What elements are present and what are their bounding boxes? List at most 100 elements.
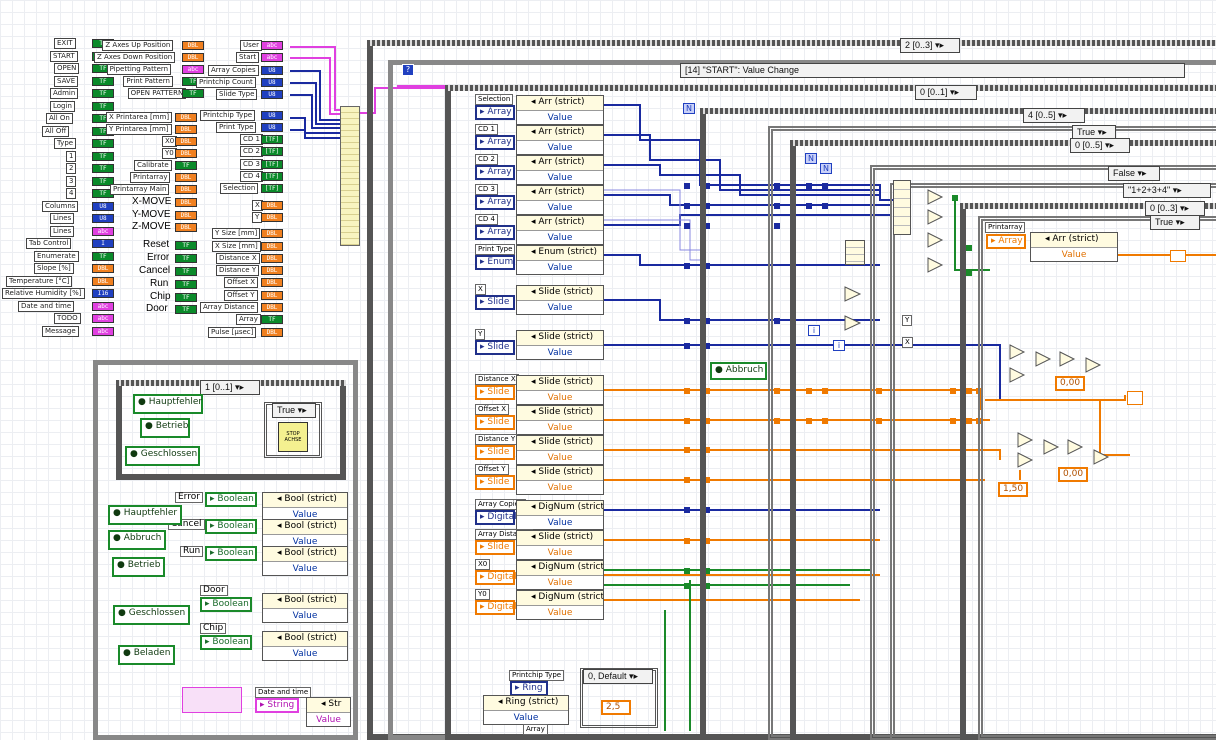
terminal-type-tag[interactable]: DBL: [261, 213, 283, 222]
terminal-type-tag[interactable]: TF: [175, 241, 197, 250]
terminal-type-tag[interactable]: TF: [92, 102, 114, 111]
stop-axis-subvi[interactable]: STOP ACHSE: [278, 422, 308, 452]
const-1-50[interactable]: 1,50: [998, 482, 1028, 497]
terminal-type-tag[interactable]: DBL: [175, 113, 197, 122]
case-0-1-selector[interactable]: 0 [0..1] ▾▸: [915, 85, 977, 100]
terminal-type-tag[interactable]: DBL: [175, 198, 197, 207]
terminal-type-tag[interactable]: TF: [92, 139, 114, 148]
terminal-type-tag[interactable]: TF: [92, 89, 114, 98]
terminal-type-tag[interactable]: TF: [92, 152, 114, 161]
printarray-ctrl[interactable]: ▸ Array: [986, 234, 1026, 249]
event-case-selector[interactable]: [14] "START": Value Change: [680, 63, 1185, 78]
terminal-type-tag[interactable]: DBL: [261, 303, 283, 312]
case-false-selector[interactable]: False ▾▸: [1108, 166, 1160, 181]
property-node[interactable]: ◂ Slide (strict)Value: [516, 435, 604, 465]
terminal-type-tag[interactable]: U8: [261, 123, 283, 132]
bool-ctrl-ref[interactable]: ▸ Boolean: [205, 492, 257, 507]
node-ctrl-ref[interactable]: ▸ Slide: [475, 415, 515, 430]
terminal-type-tag[interactable]: TF: [175, 267, 197, 276]
bool-property-node[interactable]: ◂ Bool (strict)Value: [262, 631, 348, 661]
terminal-type-tag[interactable]: TF: [92, 164, 114, 173]
case-0-5-selector[interactable]: 0 [0..5] ▾▸: [1070, 138, 1130, 153]
terminal-type-tag[interactable]: U8: [261, 90, 283, 99]
case-1234-selector[interactable]: "1+2+3+4" ▾▸: [1123, 183, 1211, 198]
property-node[interactable]: ◂ DigNum (strict)Value: [516, 500, 604, 530]
terminal-type-tag[interactable]: TF: [182, 89, 204, 98]
property-node[interactable]: ◂ Slide (strict)Value: [516, 285, 604, 315]
property-node[interactable]: ◂ Arr (strict)Value: [516, 95, 604, 125]
terminal-type-tag[interactable]: TF: [175, 293, 197, 302]
bool-property-node[interactable]: ◂ Bool (strict)Value: [262, 519, 348, 549]
property-node[interactable]: ◂ Slide (strict)Value: [516, 465, 604, 495]
node-ctrl-ref[interactable]: ▸ Array: [475, 225, 515, 240]
outer-case-selector[interactable]: 2 [0..3] ▾▸: [900, 38, 960, 53]
property-node[interactable]: ◂ Slide (strict)Value: [516, 330, 604, 360]
terminal-type-tag[interactable]: DBL: [261, 278, 283, 287]
terminal-type-tag[interactable]: DBL: [261, 328, 283, 337]
bool-local[interactable]: ● Betrieb: [112, 557, 165, 577]
terminal-type-tag[interactable]: [TF]: [261, 135, 283, 144]
terminal-type-tag[interactable]: DBL: [261, 254, 283, 263]
node-ctrl-ref[interactable]: ▸ Slide: [475, 295, 515, 310]
bool-local[interactable]: ● Hauptfehler: [108, 505, 182, 525]
property-node[interactable]: ◂ Enum (strict)Value: [516, 245, 604, 275]
terminal-type-tag[interactable]: U8: [261, 78, 283, 87]
build-array-subvi[interactable]: [1127, 391, 1143, 405]
bool-local[interactable]: ● Geschlossen: [113, 605, 190, 625]
terminal-type-tag[interactable]: TF: [175, 161, 197, 170]
node-ctrl-ref[interactable]: ▸ Array: [475, 165, 515, 180]
terminal-type-tag[interactable]: I: [92, 239, 114, 248]
local-betrieb-1[interactable]: ● Betrieb: [140, 418, 190, 438]
terminal-type-tag[interactable]: DBL: [175, 211, 197, 220]
case-0-3-selector[interactable]: 0 [0..3] ▾▸: [1145, 201, 1205, 216]
terminal-type-tag[interactable]: abc: [92, 327, 114, 336]
terminal-type-tag[interactable]: DBL: [261, 201, 283, 210]
const-0-00-b[interactable]: 0,00: [1058, 467, 1088, 482]
node-ctrl-ref[interactable]: ▸ Slide: [475, 385, 515, 400]
bool-ctrl-ref[interactable]: ▸ Boolean: [205, 546, 257, 561]
terminal-type-tag[interactable]: U8: [92, 214, 114, 223]
node-ctrl-ref[interactable]: ▸ Slide: [475, 475, 515, 490]
terminal-type-tag[interactable]: abc: [92, 314, 114, 323]
property-node[interactable]: ◂ Arr (strict)Value: [516, 185, 604, 215]
terminal-type-tag[interactable]: [TF]: [261, 172, 283, 181]
terminal-type-tag[interactable]: TF: [261, 315, 283, 324]
node-ctrl-ref[interactable]: ▸ Digital: [475, 570, 515, 585]
case-true2-selector[interactable]: True ▾▸: [1150, 215, 1200, 230]
event-data-node[interactable]: ?: [402, 64, 414, 76]
terminal-type-tag[interactable]: DBL: [175, 173, 197, 182]
ring-property-node[interactable]: ◂ Ring (strict) Value: [483, 695, 569, 725]
terminal-type-tag[interactable]: abc: [182, 65, 204, 74]
bool-local[interactable]: ● Beladen: [118, 645, 175, 665]
terminal-type-tag[interactable]: TF: [175, 254, 197, 263]
bool-ctrl-ref[interactable]: ▸ Boolean: [200, 635, 252, 650]
terminal-type-tag[interactable]: abc: [261, 41, 283, 50]
terminal-type-tag[interactable]: TF: [92, 77, 114, 86]
bool-property-node[interactable]: ◂ Bool (strict)Value: [262, 546, 348, 576]
date-time-formatter[interactable]: [182, 687, 242, 713]
node-ctrl-ref[interactable]: ▸ Array: [475, 135, 515, 150]
property-node[interactable]: ◂ Arr (strict)Value: [516, 155, 604, 185]
terminal-type-tag[interactable]: DBL: [261, 242, 283, 251]
local-hauptfehler-1[interactable]: ● Hauptfehler: [133, 394, 203, 414]
property-node[interactable]: ◂ Slide (strict)Value: [516, 375, 604, 405]
const-0-00-a[interactable]: 0,00: [1055, 376, 1085, 391]
bool-ctrl-ref[interactable]: ▸ Boolean: [205, 519, 257, 534]
property-node[interactable]: ◂ DigNum (strict)Value: [516, 590, 604, 620]
string-property-node[interactable]: ◂ Str Value: [306, 697, 351, 727]
property-node[interactable]: ◂ Slide (strict)Value: [516, 530, 604, 560]
terminal-type-tag[interactable]: DBL: [92, 277, 114, 286]
const-2-5[interactable]: 2,5: [601, 700, 631, 715]
terminal-type-tag[interactable]: TF: [92, 252, 114, 261]
terminal-type-tag[interactable]: U8: [261, 111, 283, 120]
bool-property-node[interactable]: ◂ Bool (strict)Value: [262, 593, 348, 623]
node-ctrl-ref[interactable]: ▸ Slide: [475, 445, 515, 460]
bool-ctrl-ref[interactable]: ▸ Boolean: [200, 597, 252, 612]
default-case-selector[interactable]: 0, Default ▾▸: [583, 669, 653, 684]
bundle-by-name[interactable]: [340, 106, 360, 246]
bool-local[interactable]: ● Abbruch: [108, 530, 166, 550]
terminal-type-tag[interactable]: [TF]: [261, 147, 283, 156]
terminal-type-tag[interactable]: DBL: [261, 291, 283, 300]
printarray-property-node[interactable]: ◂ Arr (strict) Value: [1030, 232, 1118, 262]
property-node[interactable]: ◂ Slide (strict)Value: [516, 405, 604, 435]
